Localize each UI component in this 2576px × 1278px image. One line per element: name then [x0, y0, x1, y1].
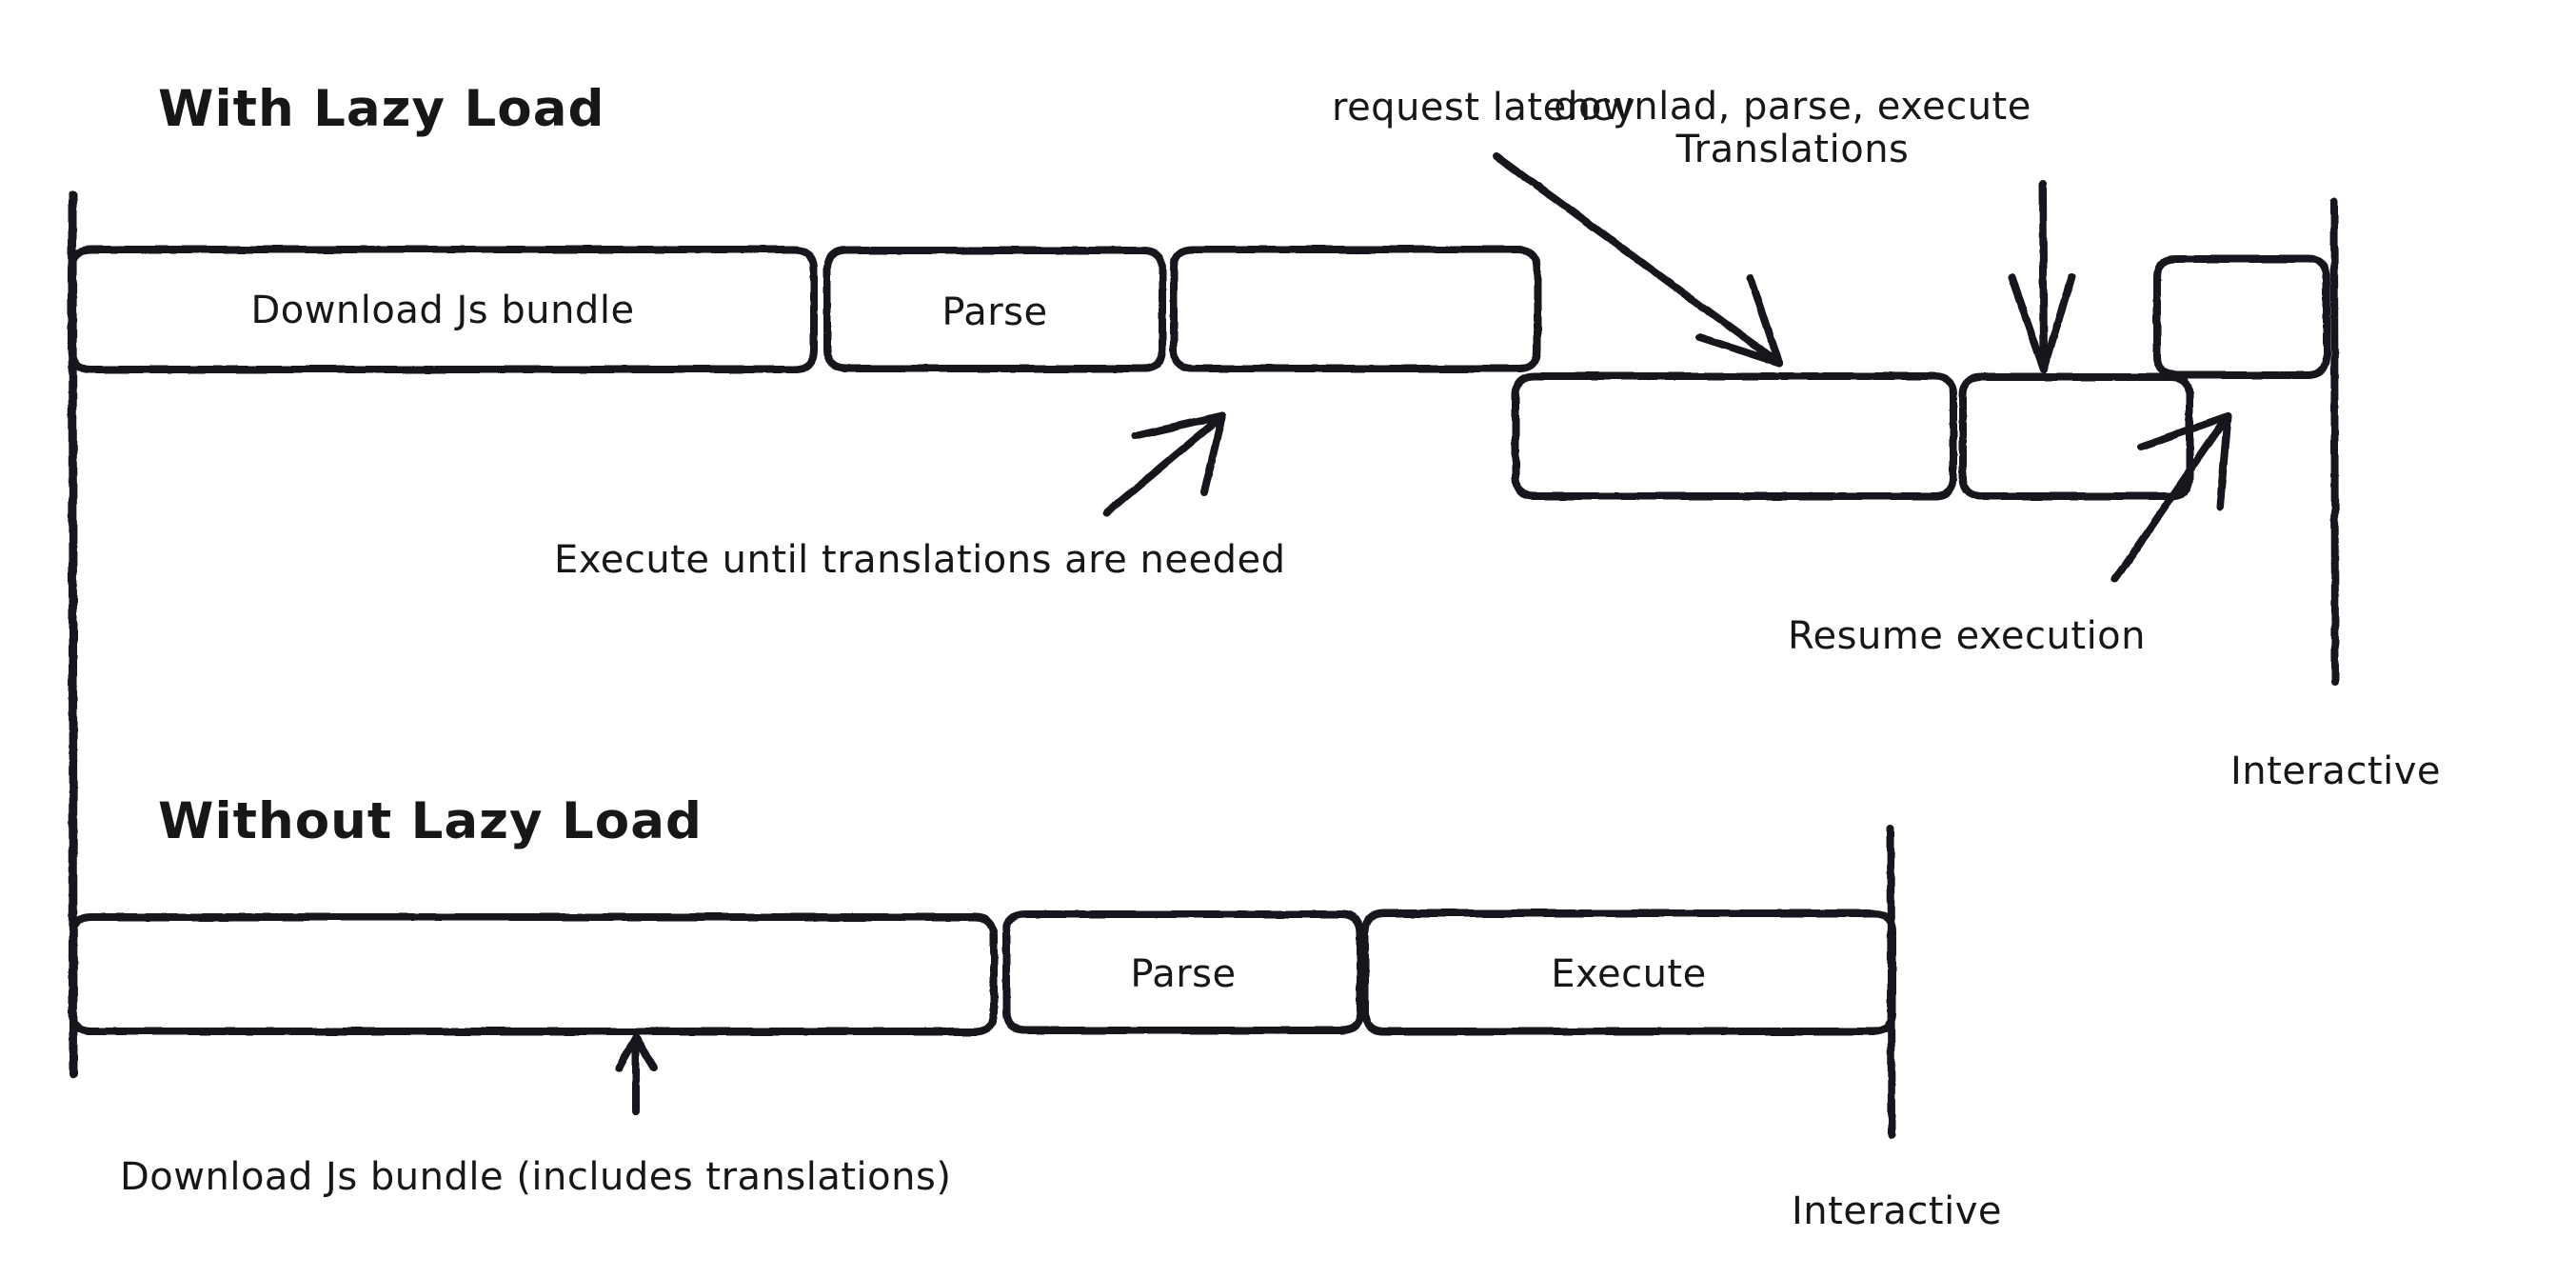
block-download-parse-execute-translations	[1959, 373, 2193, 500]
block-execute-until-translations	[1170, 246, 1541, 372]
block-resume-execution	[2153, 255, 2330, 379]
interactive-marker-line-top	[2330, 197, 2339, 686]
block-download-js-bundle-full	[69, 913, 998, 1035]
block-execute-2	[1361, 909, 1896, 1035]
interactive-label-bottom: Interactive	[1792, 1189, 2002, 1233]
block-download-js-bundle	[68, 246, 818, 373]
block-label-parse-2: Parse	[1130, 952, 1237, 996]
arrow-translations	[2008, 180, 2075, 373]
block-label-download-js-bundle: Download Js bundle	[250, 289, 635, 332]
annotation-request-latency: request latency	[1332, 86, 1636, 130]
interactive-label-top: Interactive	[2230, 749, 2441, 793]
block-request-latency	[1512, 372, 1957, 500]
annotation-download-js-bundle-includes-translations: Download Js bundle (includes translation…	[120, 1155, 952, 1199]
arrow-resume-execution	[2111, 412, 2231, 583]
arrow-execute-until-translations	[1103, 412, 1226, 516]
block-parse	[823, 247, 1166, 372]
annotation-execute-until-translations: Execute until translations are needed	[554, 538, 1286, 582]
arrow-request-latency	[1493, 152, 1783, 367]
arrow-download-bundle-includes-translations	[615, 1034, 658, 1115]
section-title-without-lazy-load: Without Lazy Load	[158, 792, 703, 850]
block-label-parse: Parse	[941, 290, 1048, 334]
block-label-execute-2: Execute	[1551, 952, 1707, 996]
annotation-resume-execution: Resume execution	[1788, 614, 2147, 658]
block-parse-2	[1002, 910, 1364, 1034]
section-title-with-lazy-load: With Lazy Load	[158, 80, 605, 138]
annotation-download-parse-execute-translations: downlad, parse, execute Translations	[1554, 85, 2031, 171]
